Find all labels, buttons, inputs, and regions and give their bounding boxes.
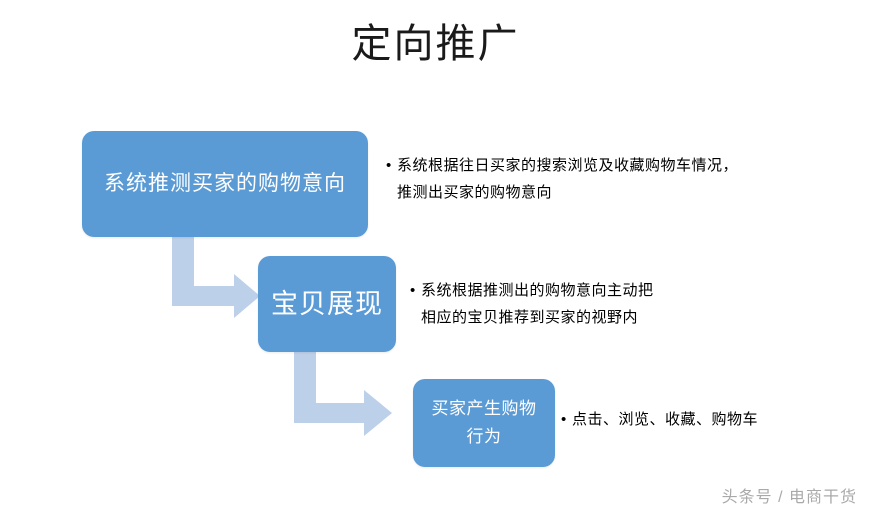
watermark-label: 头条号 / 电商干货 — [721, 489, 857, 506]
bullet-dot-icon: • — [561, 411, 567, 428]
process-box-step-1-label: 系统推测买家的购物意向 — [104, 172, 346, 195]
process-box-step-3[interactable]: 买家产生购物 行为 — [413, 379, 555, 467]
bullet-text-step-1: 系统根据往日买家的搜索浏览及收藏购物车情况， 推测出买家的购物意向 — [397, 157, 739, 201]
bullet-row: • 系统根据推测出的购物意向主动把 相应的宝贝推荐到买家的视野内 — [410, 277, 710, 331]
bullet-block-step-1: • 系统根据往日买家的搜索浏览及收藏购物车情况， 推测出买家的购物意向 — [386, 152, 786, 206]
bullet-block-step-2: • 系统根据推测出的购物意向主动把 相应的宝贝推荐到买家的视野内 — [410, 277, 710, 331]
bullet-text-step-3: 点击、浏览、收藏、购物车 — [572, 411, 759, 428]
page-title: 定向推广 — [351, 22, 520, 66]
bullet-row: • 点击、浏览、收藏、购物车 — [561, 406, 821, 433]
connector-arrow-step2-to-step3 — [294, 349, 392, 436]
process-box-step-3-label: 买家产生购物 行为 — [431, 399, 537, 446]
bullet-block-step-3: • 点击、浏览、收藏、购物车 — [561, 406, 821, 433]
bullet-row: • 系统根据往日买家的搜索浏览及收藏购物车情况， 推测出买家的购物意向 — [386, 152, 786, 206]
connector-arrow-step1-to-step2 — [172, 234, 260, 318]
process-box-step-1[interactable]: 系统推测买家的购物意向 — [82, 131, 368, 237]
process-box-step-2-label: 宝贝展现 — [271, 289, 383, 319]
bullet-text-step-2: 系统根据推测出的购物意向主动把 相应的宝贝推荐到买家的视野内 — [421, 282, 654, 326]
bullet-dot-icon: • — [410, 282, 416, 299]
bullet-dot-icon: • — [386, 157, 392, 174]
process-box-step-2[interactable]: 宝贝展现 — [258, 256, 396, 352]
